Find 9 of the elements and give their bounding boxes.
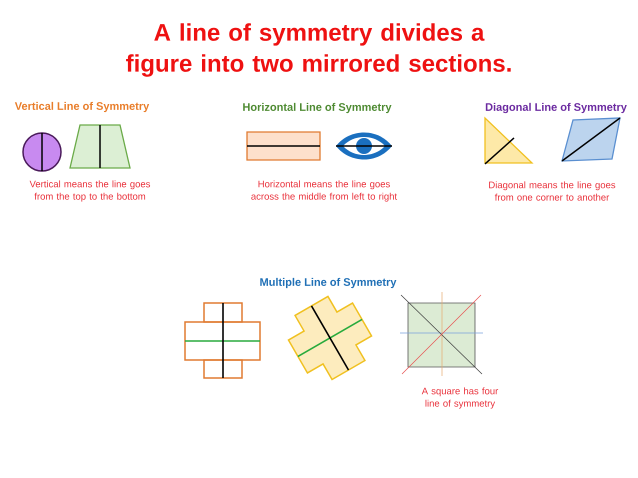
section-heading: Multiple Line of Symmetry (260, 278, 396, 288)
description-text: A square has four line of symmetry (422, 387, 498, 409)
section-heading: Horizontal Line of Symmetry (243, 102, 392, 114)
section-heading: Vertical Line of Symmetry (14, 102, 150, 112)
description-text: Vertical means the line goes from the top to the bottom (30, 180, 150, 202)
title: A line of symmetry divides a figure into two mirrored sections. (126, 23, 511, 77)
description-text: Horizontal means the line goes across the middle from left to right (251, 180, 398, 202)
description-text: Diagonal means the line goes from one corner to another (489, 181, 616, 201)
section-heading: Diagonal Line of Symmetry (486, 102, 627, 114)
